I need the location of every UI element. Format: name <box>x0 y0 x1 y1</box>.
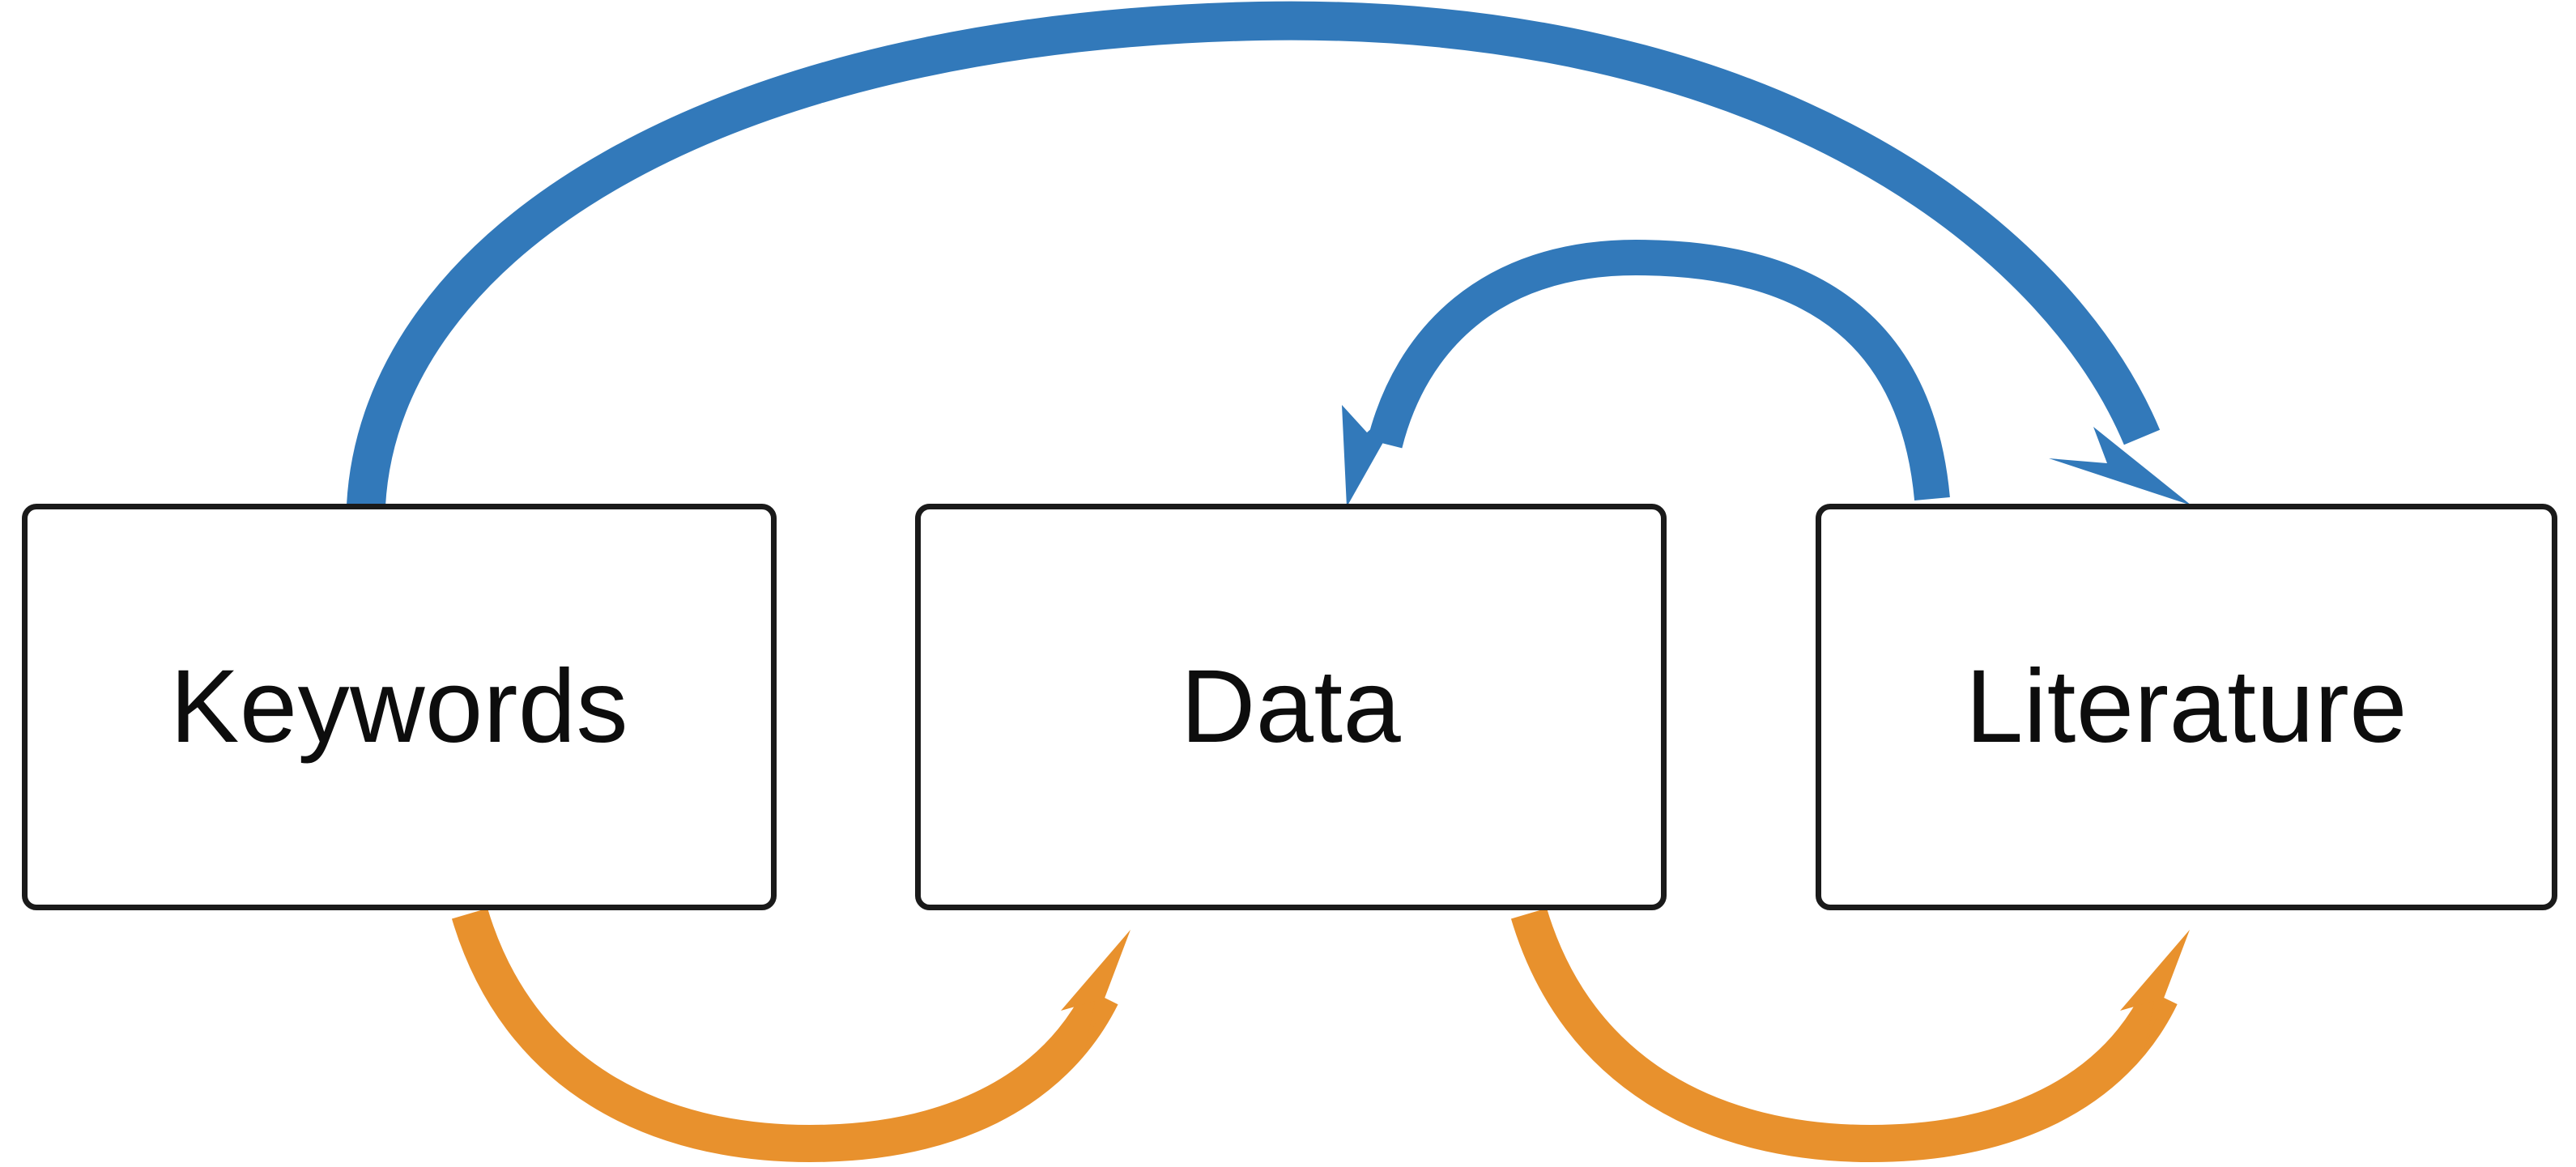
node-literature[interactable]: Literature <box>1816 504 2557 910</box>
edge-data-to-literature-arrowhead <box>2120 930 2190 1050</box>
node-keywords-label: Keywords <box>170 649 628 765</box>
edge-keywords-to-data <box>451 908 1130 1163</box>
edge-data-to-literature <box>1510 908 2190 1163</box>
edge-literature-to-data-shaft <box>1367 239 1950 501</box>
node-data[interactable]: Data <box>915 504 1667 910</box>
edge-keywords-to-literature-arrowhead <box>2049 427 2191 505</box>
edge-keywords-to-literature-shaft <box>347 1 2161 507</box>
edge-literature-to-data-arrowhead <box>1342 394 1411 507</box>
node-data-label: Data <box>1180 649 1402 765</box>
node-keywords[interactable]: Keywords <box>22 504 777 910</box>
edge-data-to-literature-shaft <box>1510 908 2178 1163</box>
edge-keywords-to-data-arrowhead <box>1061 930 1130 1050</box>
edge-literature-to-data <box>1342 239 1950 507</box>
node-literature-label: Literature <box>1965 649 2408 765</box>
edge-keywords-to-data-shaft <box>451 908 1118 1163</box>
edge-keywords-to-literature <box>347 1 2191 507</box>
